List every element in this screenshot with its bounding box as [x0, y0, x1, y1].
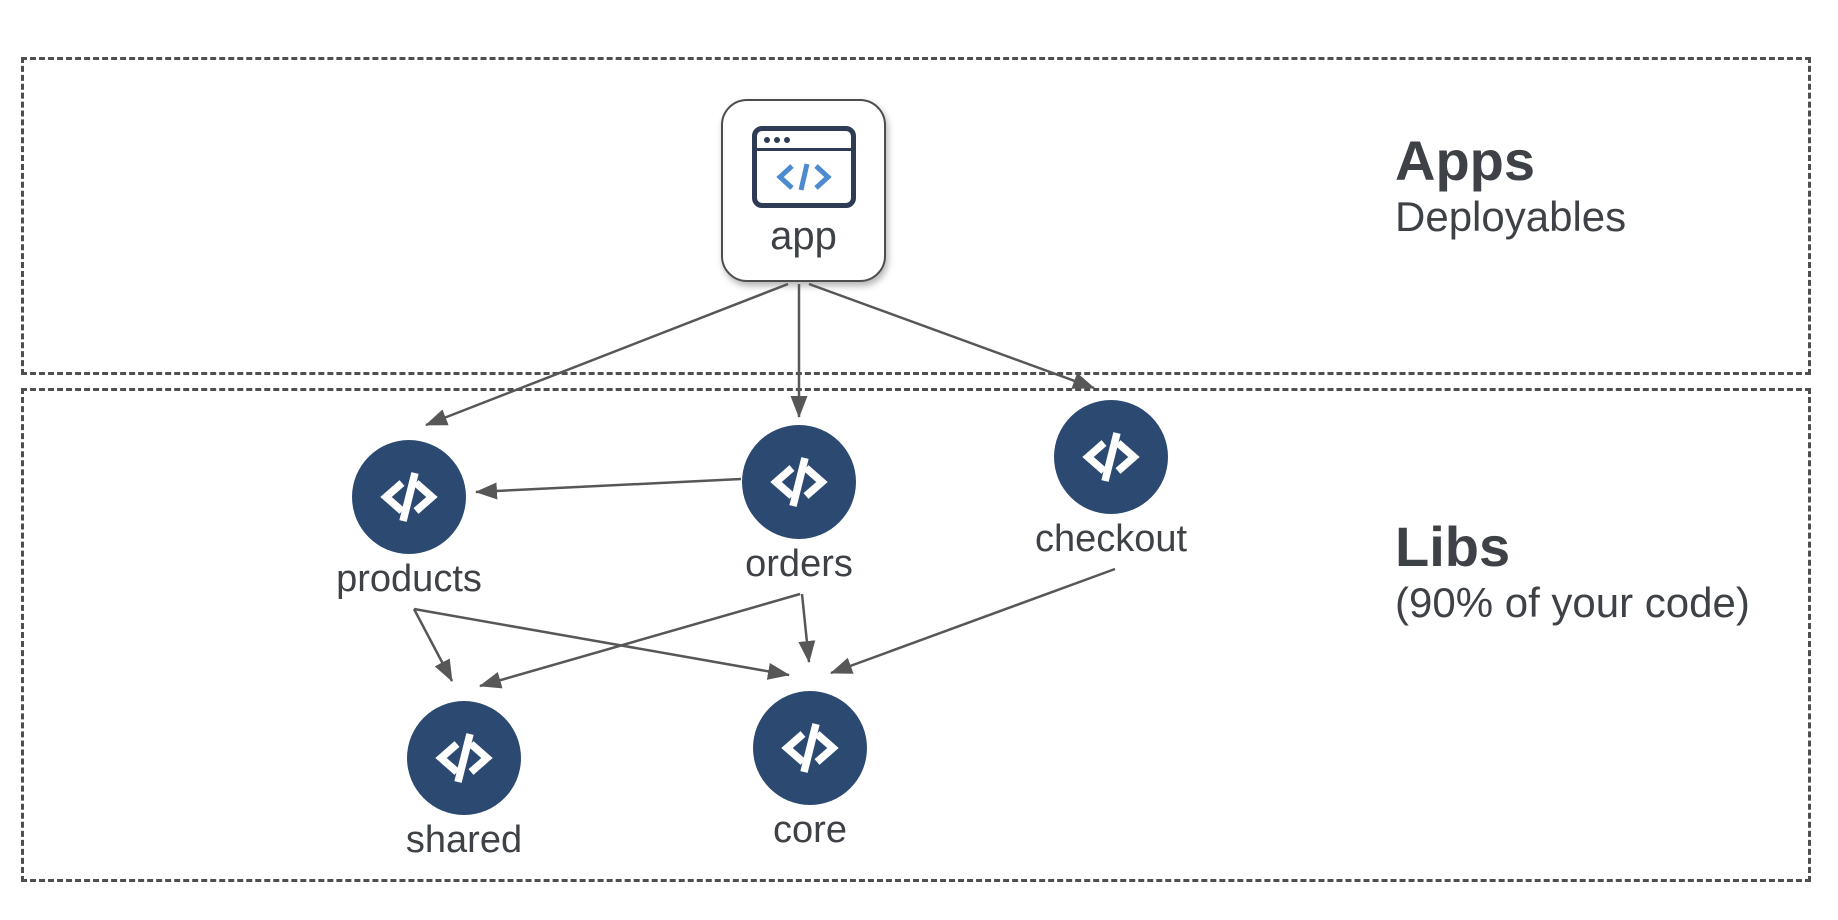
apps-title: Apps	[1395, 129, 1535, 192]
code-circle-icon	[352, 440, 466, 554]
libs-title: Libs	[1395, 515, 1511, 578]
node-core: core	[660, 691, 960, 851]
code-circle-icon	[407, 701, 521, 815]
browser-topbar	[756, 131, 851, 151]
libs-subtitle: (90% of your code)	[1395, 578, 1750, 626]
node-orders: orders	[649, 425, 949, 585]
node-shared: shared	[314, 701, 614, 861]
window-dot-icon	[773, 136, 780, 143]
code-icon	[775, 163, 832, 191]
node-label: checkout	[1034, 518, 1188, 560]
libs-zone-box	[21, 388, 1811, 882]
node-label: core	[773, 809, 847, 851]
apps-subtitle: Deployables	[1395, 192, 1627, 240]
node-products: products	[259, 440, 559, 600]
window-dot-icon	[783, 136, 790, 143]
libs-section-label: Libs (90% of your code)	[1395, 515, 1750, 627]
browser-body	[757, 151, 851, 203]
node-checkout: checkout	[961, 400, 1261, 560]
window-dot-icon	[763, 136, 770, 143]
node-app: app	[721, 99, 886, 282]
code-circle-icon	[742, 425, 856, 539]
browser-code-window-icon	[751, 126, 856, 208]
node-label: orders	[745, 543, 853, 585]
code-circle-icon	[753, 691, 867, 805]
code-circle-icon	[1054, 400, 1168, 514]
node-label: shared	[405, 819, 523, 861]
node-label: products	[336, 558, 482, 600]
node-label: app	[770, 214, 837, 258]
apps-section-label: Apps Deployables	[1395, 129, 1627, 241]
